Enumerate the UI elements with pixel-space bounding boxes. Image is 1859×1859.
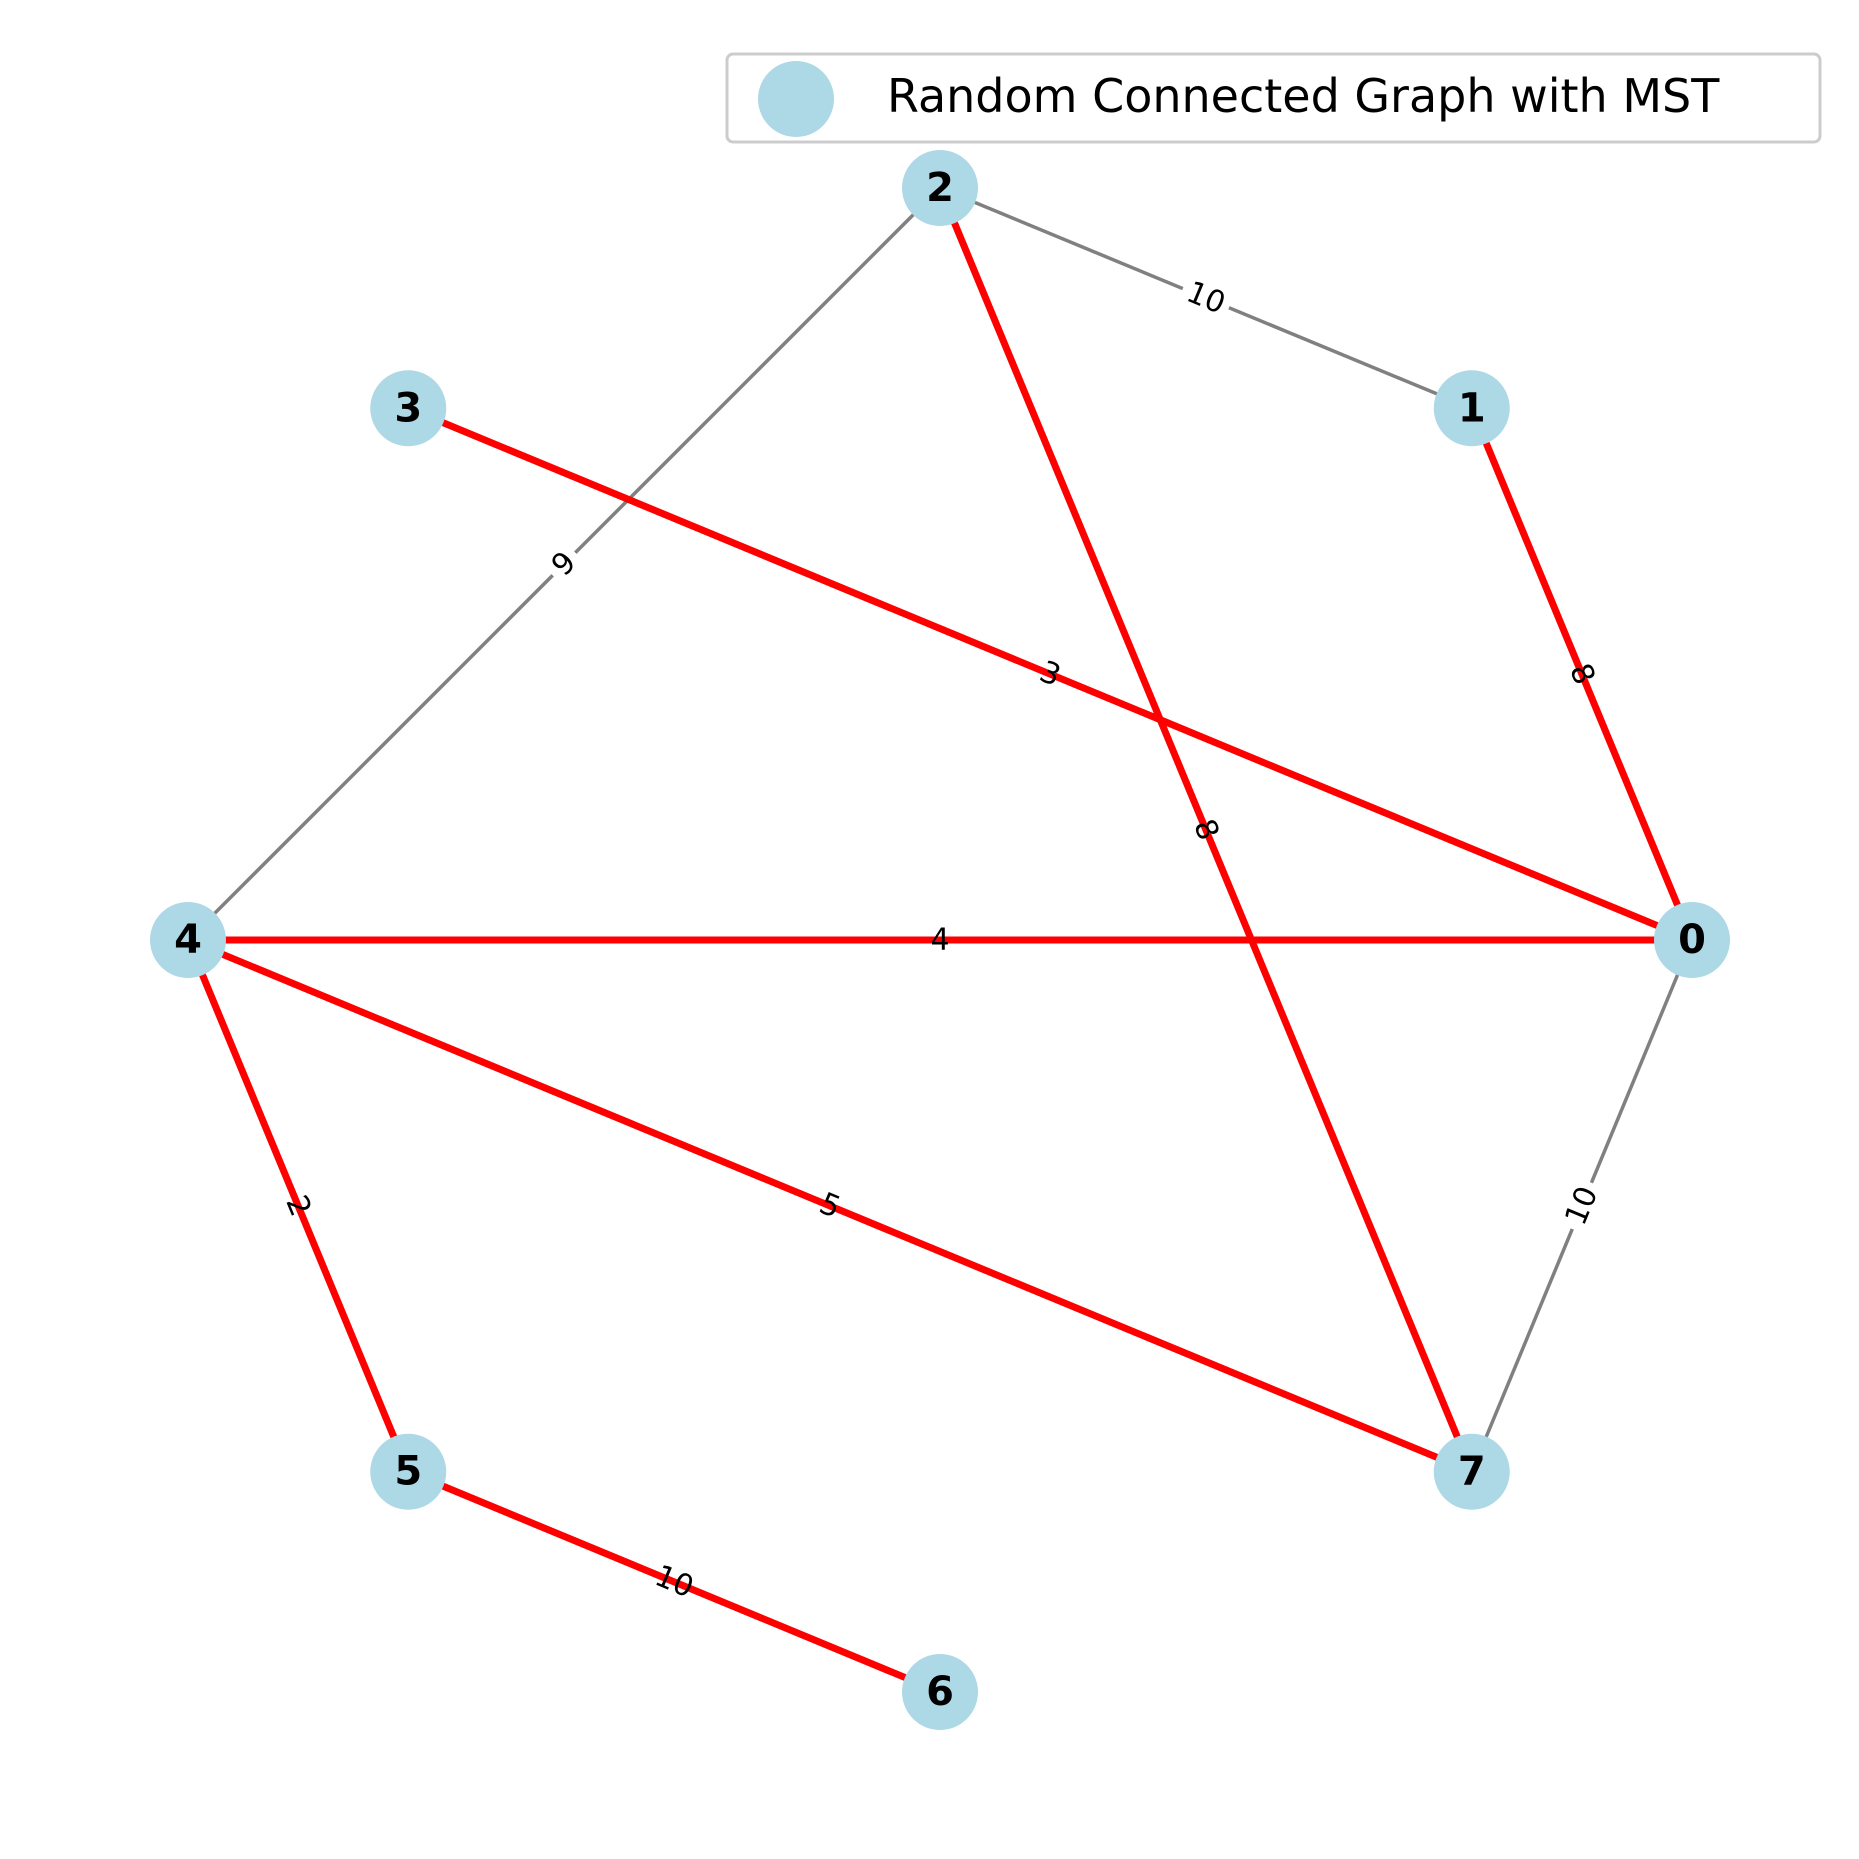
graph-node-label-3: 3 [394, 385, 422, 431]
legend: Random Connected Graph with MST [725, 52, 1822, 144]
graph-node-3 [370, 370, 447, 447]
edge-weight-group-4-0: 4 [930, 923, 949, 958]
graph-node-6 [902, 1654, 978, 1730]
edge-weight-label: 8 [1562, 659, 1602, 690]
legend-node-marker [758, 61, 834, 137]
edge-weight-label: 5 [814, 1186, 845, 1226]
mst-edge-4-5 [184, 938, 412, 1474]
graph-node-label-1: 1 [1458, 385, 1486, 431]
mst-edge-1-0 [1468, 406, 1696, 942]
graph-node-1 [1433, 370, 1510, 447]
edge-weight-group-1-0: 8 [1562, 659, 1602, 690]
mst-edge-4-7 [186, 936, 1474, 1475]
edge-weight-label: 2 [278, 1190, 318, 1221]
mst-edge-5-6 [406, 1468, 942, 1696]
edge-weight-group-4-5: 2 [278, 1190, 318, 1221]
mst-edge-3-0 [406, 405, 1694, 944]
edge-weight-label: 10 [650, 1558, 699, 1605]
edge-weight-group-0-7: 10 [1553, 1175, 1610, 1237]
edge-weight-label: 4 [930, 923, 949, 958]
edge-weight-background [1553, 1175, 1610, 1237]
nodes-layer: 0 1 2 3 4 5 6 7 [150, 150, 1730, 1730]
edge-weight-group-4-7: 5 [814, 1186, 845, 1226]
mst-edge-2-7 [936, 186, 1475, 1474]
edge-weight-background [538, 538, 590, 590]
edge-weight-group-2-7: 8 [1186, 814, 1226, 845]
graph-node-label-5: 5 [394, 1449, 422, 1495]
edge-weight-label: 8 [1186, 814, 1226, 845]
edge-weight-group-5-6: 10 [650, 1558, 699, 1605]
edge-weight-label: 3 [1035, 654, 1066, 694]
graph-node-label-7: 7 [1458, 1449, 1486, 1495]
graph-node-5 [370, 1433, 447, 1510]
graph-node-4 [150, 902, 226, 978]
graph-node-label-2: 2 [926, 165, 954, 211]
graph-node-2 [902, 150, 978, 226]
graph-node-label-6: 6 [926, 1669, 954, 1715]
edge-weight-group-2-1: 10 [1175, 270, 1237, 327]
legend-frame [725, 52, 1822, 144]
graph-node-label-0: 0 [1678, 917, 1706, 963]
edge-weight-group-3-0: 3 [1035, 654, 1066, 694]
graph-node-7 [1433, 1433, 1510, 1510]
graph-node-0 [1654, 902, 1730, 978]
edges-layer [184, 186, 1696, 1696]
graph-node-label-4: 4 [174, 917, 202, 963]
legend-label: Random Connected Graph with MST [887, 69, 1720, 123]
edge-weight-background [1175, 270, 1237, 327]
